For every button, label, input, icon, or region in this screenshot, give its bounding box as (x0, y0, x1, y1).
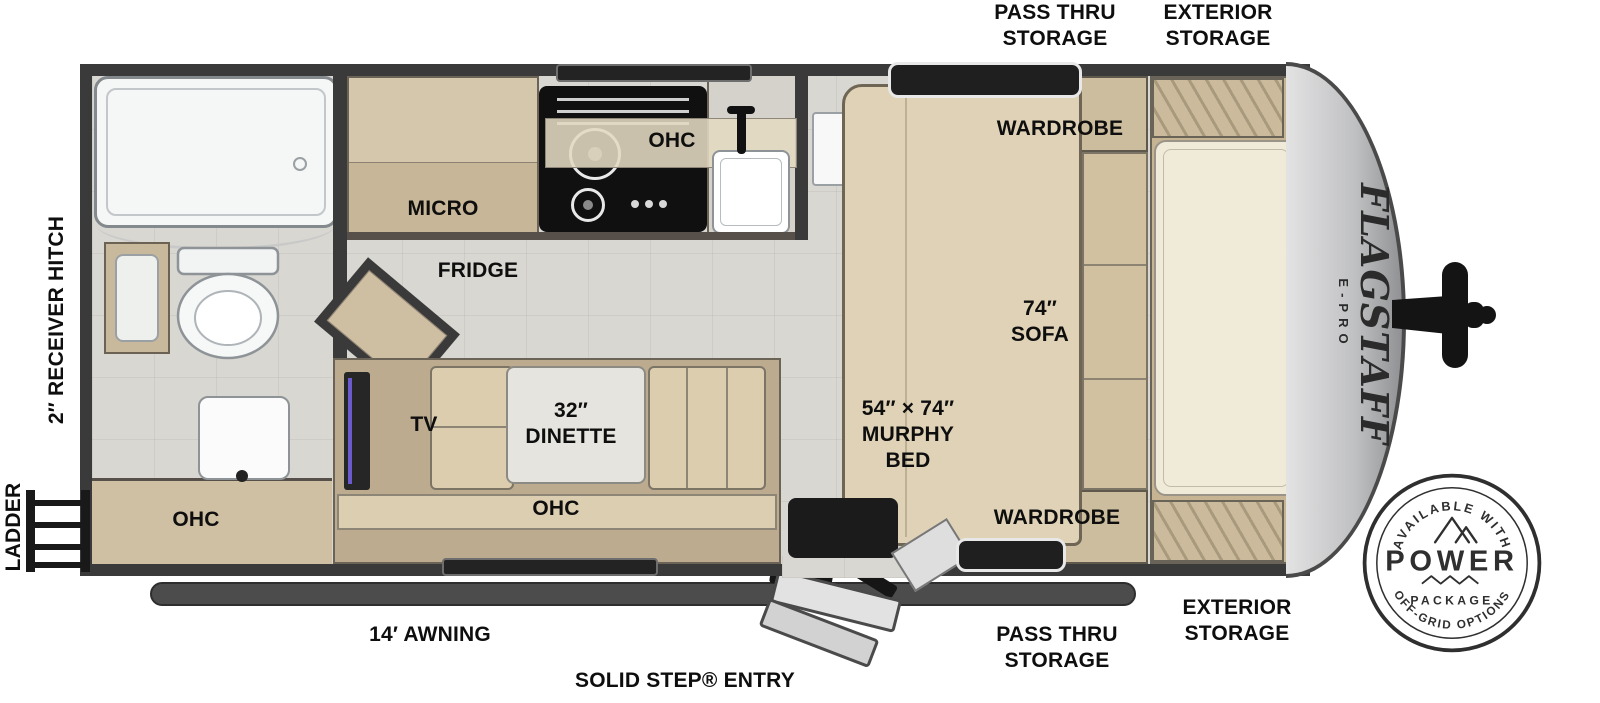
hitch-shaft (1392, 296, 1448, 334)
micro-label: MICRO (407, 197, 479, 220)
bed-shelf-bottom (1152, 500, 1284, 562)
entry-label: SOLID STEP® ENTRY (575, 669, 795, 692)
bathtub-inner (106, 88, 326, 216)
dinette-window (442, 558, 658, 576)
burner-small-center (583, 200, 593, 210)
dinette-ohc (337, 494, 777, 530)
ladder-rail (81, 490, 90, 572)
zigzag-icon (1421, 575, 1479, 585)
bath-counter (92, 478, 332, 564)
bench-cushion-line (726, 368, 728, 488)
badge-power-text: POWER (1385, 546, 1519, 578)
receiver-hitch-label: 2″ RECEIVER HITCH (45, 215, 68, 425)
sofa-cushion-line (1084, 378, 1146, 380)
cooktop-grill-line (557, 110, 689, 113)
bench-cushion-line (432, 426, 512, 428)
entry-opening (782, 556, 906, 578)
stove-knob (631, 200, 639, 208)
ladder-rung (35, 522, 81, 528)
wardrobe-bottom-label: WARDROBE (993, 506, 1121, 529)
dinette-table (506, 366, 646, 484)
brand-logo: FLAGSTAFF E-PRO (1329, 168, 1397, 460)
hitch-coupler (1464, 302, 1484, 328)
ladder-rung (35, 544, 81, 550)
bath-sink-faucet (236, 470, 248, 482)
mountain-icon (1433, 516, 1478, 544)
bath-ohc-label: OHC (172, 508, 220, 531)
mattress (1154, 140, 1298, 496)
bathtub-drain (293, 157, 307, 171)
brand-model: E-PRO (1336, 278, 1351, 350)
burner-small (571, 188, 605, 222)
badge-outer-ring (1362, 473, 1542, 653)
awning-bar (150, 582, 1136, 606)
kitchen-cabinet (347, 76, 539, 238)
sofa-backrest (1082, 152, 1148, 490)
badge-inner-ring (1376, 487, 1528, 639)
dinette-label: 32″ DINETTE (525, 399, 617, 448)
bed-shelf-top (1152, 78, 1284, 138)
sofa-cushion-line (1084, 264, 1146, 266)
kitchen-counter-edge (347, 232, 795, 240)
bench-cushion-line (686, 368, 688, 488)
awning-label: 14′ AWNING (369, 623, 491, 646)
murphy-bed-sofa (842, 84, 1082, 546)
tv-screen (348, 378, 352, 484)
kitchen-window (556, 64, 752, 82)
bath-vanity (104, 242, 170, 354)
bath-sink (198, 396, 290, 480)
pass-thru-storage-top-label: PASS THRU STORAGE (994, 1, 1116, 50)
bedroom-window-bottom (956, 538, 1066, 572)
cooktop-grill-line (557, 98, 689, 101)
tv-cabinet (344, 372, 370, 490)
bedroom-window-top (888, 62, 1082, 98)
kitchen-wall-right (795, 76, 808, 240)
mattress-inner (1163, 149, 1289, 487)
exterior-storage-top-label: EXTERIOR STORAGE (1163, 1, 1273, 50)
hitch-ball (1478, 306, 1496, 324)
dinette-ohc-label: OHC (532, 497, 580, 520)
pass-thru-storage-bottom-label: PASS THRU STORAGE (996, 623, 1118, 672)
stove-knob (659, 200, 667, 208)
kitchen-sink (712, 150, 790, 234)
bath-vanity-sink (115, 254, 159, 342)
hitch-crossbar (1442, 262, 1468, 368)
kitchen-ohc-label: OHC (648, 129, 696, 152)
fridge-label: FRIDGE (437, 259, 519, 282)
exterior-storage-bottom-label: EXTERIOR STORAGE (1182, 596, 1292, 645)
ladder-rung (35, 500, 81, 506)
ladder-label: LADDER (2, 482, 25, 572)
hitch-icon (1392, 262, 1496, 368)
faucet-icon (737, 110, 746, 154)
ladder-icon (26, 490, 90, 572)
murphy-bed-crease (905, 93, 907, 537)
ladder-rail (26, 490, 35, 572)
entry-utility-cabinet (788, 498, 898, 558)
kitchen-cabinet-lower (349, 162, 537, 236)
tv-label: TV (410, 413, 438, 436)
stove-knob (645, 200, 653, 208)
murphy-bed-label: 54″ × 74″ MURPHY BED (861, 397, 955, 472)
dinette-bench-right (648, 366, 766, 490)
badge-package-text: PACKAGE (1410, 593, 1493, 607)
toilet-tank (176, 246, 280, 276)
sofa-label: 74″ SOFA (1011, 297, 1069, 346)
wardrobe-top-label: WARDROBE (996, 117, 1124, 140)
toilet (176, 246, 280, 360)
faucet-icon-bar (727, 106, 755, 114)
kitchen-sink-basin (720, 158, 782, 226)
toilet-bowl-inner (194, 290, 262, 346)
brand-name: FLAGSTAFF (1352, 183, 1397, 445)
ladder-rung (35, 562, 81, 568)
power-package-badge: AVAILABLE WITH POWER PACKAGE OFF-GRID OP… (1362, 473, 1542, 653)
